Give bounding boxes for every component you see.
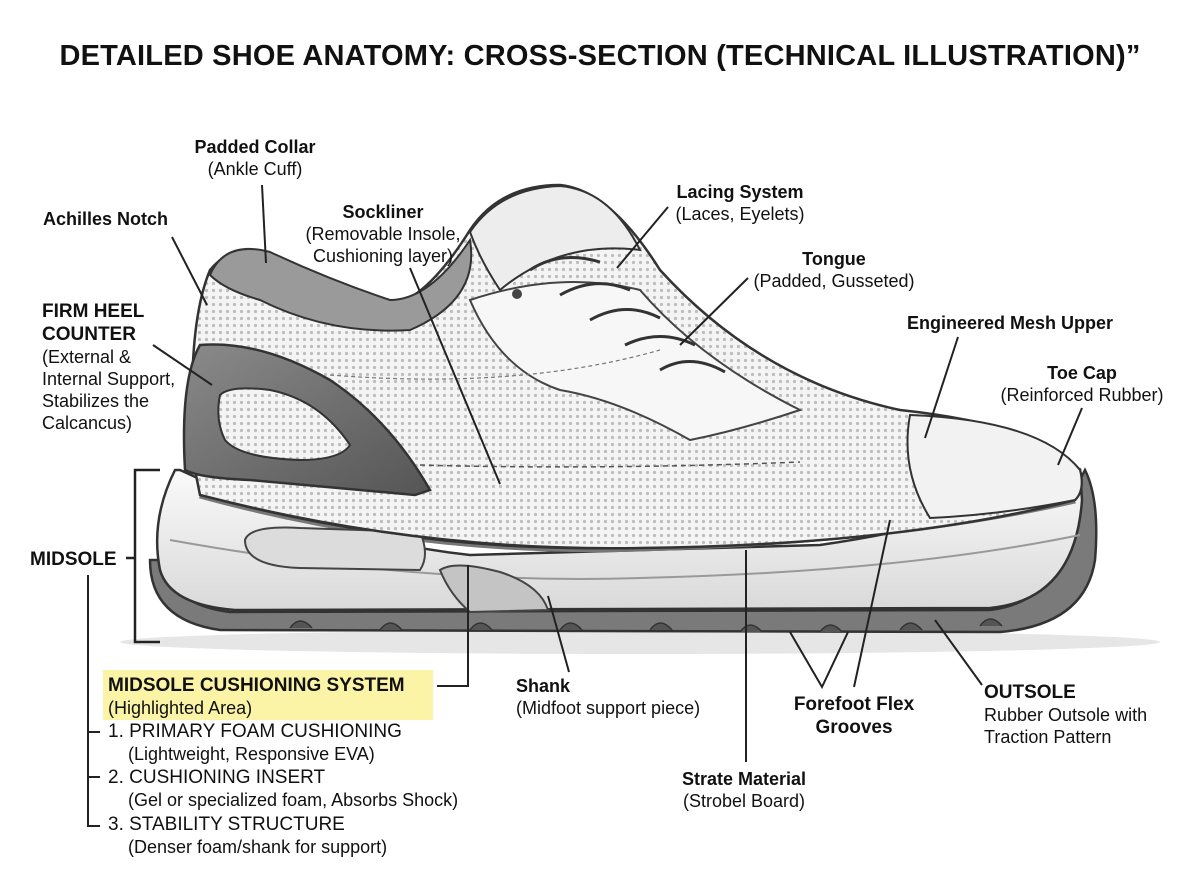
label-strate-material: Strate Material (Strobel Board) bbox=[682, 768, 806, 812]
label-shank: Shank (Midfoot support piece) bbox=[516, 675, 700, 719]
toe-cap-sub: (Reinforced Rubber) bbox=[1000, 385, 1164, 405]
padded-collar-title: Padded Collar bbox=[194, 137, 316, 157]
tongue-title: Tongue bbox=[802, 249, 866, 269]
heel-counter-sub3: Stabilizes the bbox=[42, 391, 150, 411]
padded-collar bbox=[208, 237, 473, 332]
floor-shadow bbox=[120, 630, 1160, 654]
padded-collar-sub: (Ankle Cuff) bbox=[207, 159, 303, 179]
label-outsole: OUTSOLE Rubber Outsole with Traction Pat… bbox=[984, 681, 1147, 748]
heel-counter-title1: FIRM HEEL bbox=[42, 301, 145, 322]
lacing-system-sub: (Laces, Eyelets) bbox=[675, 204, 805, 224]
label-cushioning-system: MIDSOLE CUSHIONING SYSTEM (Highlighted A… bbox=[108, 674, 405, 719]
outsole-title: OUTSOLE bbox=[984, 682, 1076, 703]
cushioning-list-item-3: 3. STABILITY STRUCTURE (Denser foam/shan… bbox=[108, 814, 387, 858]
eyelet bbox=[512, 289, 522, 299]
midsole-bracket bbox=[133, 468, 160, 644]
label-forefoot-flex: Forefoot Flex Grooves bbox=[794, 693, 914, 739]
heel-counter-title2: COUNTER bbox=[42, 324, 136, 345]
label-midsole: MIDSOLE bbox=[30, 548, 117, 571]
midsole-title: MIDSOLE bbox=[30, 549, 117, 570]
label-lacing-system: Lacing System (Laces, Eyelets) bbox=[675, 181, 804, 225]
strate-material-sub: (Strobel Board) bbox=[682, 791, 806, 811]
outsole-sub2: Traction Pattern bbox=[984, 727, 1112, 747]
lacing-system-title: Lacing System bbox=[676, 182, 804, 202]
outsole-shape bbox=[148, 467, 1098, 634]
label-padded-collar: Padded Collar (Ankle Cuff) bbox=[194, 136, 315, 180]
outsole-sub1: Rubber Outsole with bbox=[984, 705, 1148, 725]
label-tongue: Tongue (Padded, Gusseted) bbox=[753, 248, 914, 292]
strate-material-title: Strate Material bbox=[681, 769, 807, 789]
heel-counter-sub2: Internal Support, bbox=[42, 369, 176, 389]
sockliner-title: Sockliner bbox=[342, 202, 424, 222]
shank-sub: (Midfoot support piece) bbox=[516, 698, 701, 718]
label-toe-cap: Toe Cap (Reinforced Rubber) bbox=[1000, 362, 1163, 406]
forefoot-flex-title1: Forefoot Flex bbox=[793, 694, 915, 715]
outsole-tread bbox=[289, 618, 1003, 633]
cushioning-system-title: MIDSOLE CUSHIONING SYSTEM bbox=[108, 675, 405, 696]
leader-lines bbox=[152, 184, 1083, 762]
achilles-notch-title: Achilles Notch bbox=[43, 209, 169, 229]
cushioning-item-1-head: 1. PRIMARY FOAM CUSHIONING bbox=[108, 721, 402, 742]
laces bbox=[529, 256, 726, 374]
sockliner-line bbox=[419, 461, 801, 468]
cushioning-item-2-detail: (Gel or specialized foam, Absorbs Shock) bbox=[128, 790, 459, 810]
heel-counter-window bbox=[217, 387, 352, 462]
forefoot-flex-title2: Grooves bbox=[815, 717, 893, 738]
label-engineered-mesh: Engineered Mesh Upper bbox=[907, 312, 1113, 334]
label-heel-counter: FIRM HEEL COUNTER (External & Internal S… bbox=[42, 300, 175, 434]
cushioning-list-item-2: 2. CUSHIONING INSERT (Gel or specialized… bbox=[108, 767, 458, 811]
sockliner-sub2: Cushioning layer) bbox=[312, 246, 454, 266]
heel-counter-sub1: (External & bbox=[42, 347, 132, 367]
label-achilles-notch: Achilles Notch bbox=[43, 208, 168, 230]
cushioning-item-3-head: 3. STABILITY STRUCTURE bbox=[108, 814, 345, 835]
sockliner-sub1: (Removable Insole, bbox=[305, 224, 461, 244]
cushioning-insert bbox=[243, 526, 426, 572]
cushioning-item-3-detail: (Denser foam/shank for support) bbox=[128, 837, 388, 857]
cushioning-item-1-detail: (Lightweight, Responsive EVA) bbox=[128, 744, 375, 764]
tongue-sub: (Padded, Gusseted) bbox=[753, 271, 915, 291]
cushioning-list-item-1: 1. PRIMARY FOAM CUSHIONING (Lightweight,… bbox=[108, 721, 402, 765]
heel-counter-sub4: Calcancus) bbox=[42, 413, 133, 433]
toe-cap-title: Toe Cap bbox=[1047, 363, 1117, 383]
cushioning-tree bbox=[87, 575, 100, 827]
toe-cap-shape bbox=[906, 413, 1083, 520]
tongue-shape bbox=[468, 184, 642, 292]
cushioning-system-sub: (Highlighted Area) bbox=[108, 698, 253, 718]
diagram-title: DETAILED SHOE ANATOMY: CROSS-SECTION (TE… bbox=[59, 40, 1141, 72]
engineered-mesh-title: Engineered Mesh Upper bbox=[906, 313, 1114, 333]
label-sockliner: Sockliner (Removable Insole, Cushioning … bbox=[305, 201, 460, 267]
shank-title: Shank bbox=[516, 676, 571, 696]
cushioning-item-2-head: 2. CUSHIONING INSERT bbox=[108, 767, 326, 788]
cushioning-highlight-box bbox=[103, 670, 433, 720]
